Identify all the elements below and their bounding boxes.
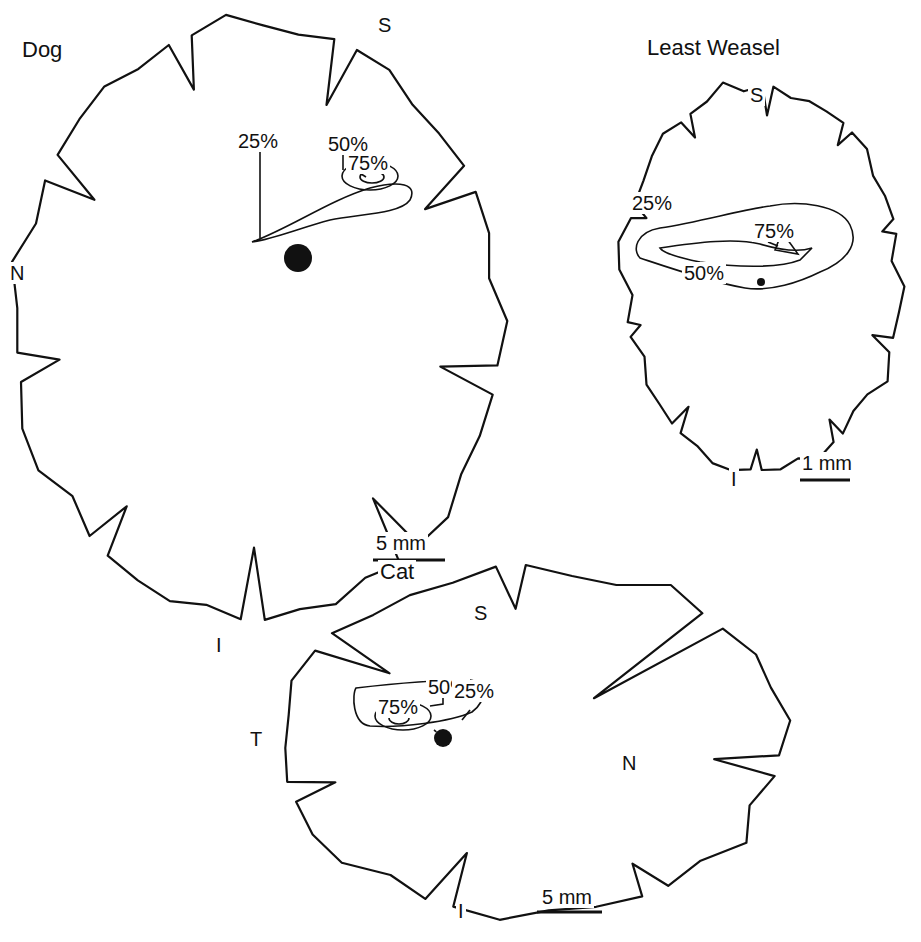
- panel-title: Dog: [20, 38, 64, 62]
- orientation-letter: T: [248, 728, 264, 750]
- scale-label: 5 mm: [374, 532, 428, 554]
- panel-title: Least Weasel: [645, 36, 782, 60]
- contour-label: 50%: [682, 262, 726, 284]
- optic-disc: [434, 729, 452, 747]
- orientation-letter: N: [620, 752, 638, 774]
- leader-line: [430, 698, 443, 706]
- leader-line: [462, 710, 470, 720]
- optic-disc: [757, 278, 765, 286]
- panel-title: Cat: [378, 560, 416, 584]
- contour-label: 75%: [346, 152, 390, 174]
- isodensity-contour: [636, 204, 853, 289]
- orientation-letter: S: [472, 602, 489, 624]
- leader-line: [259, 152, 261, 238]
- scale-label: 5 mm: [540, 886, 594, 908]
- isodensity-contour: [252, 184, 412, 242]
- contour-label: 25%: [630, 192, 674, 214]
- contour-label: 25%: [236, 130, 280, 152]
- optic-disc: [284, 244, 312, 272]
- orientation-letter: N: [8, 262, 26, 284]
- leader-line: [768, 242, 778, 246]
- orientation-letter: I: [729, 468, 739, 490]
- contour-label: 75%: [752, 220, 796, 242]
- scale-label: 1 mm: [800, 452, 854, 474]
- orientation-letter: S: [748, 84, 765, 106]
- contour-label: 75%: [376, 696, 420, 718]
- orientation-letter: I: [214, 634, 224, 656]
- retina-outline: [12, 15, 507, 620]
- orientation-letter: I: [456, 900, 466, 922]
- retina-outline: [285, 565, 790, 920]
- retina-outline: [618, 83, 904, 471]
- orientation-letter: S: [376, 14, 393, 36]
- scale-bar: [537, 911, 602, 914]
- scale-bar: [800, 479, 850, 482]
- contour-label: 25%: [452, 680, 496, 702]
- leader-line: [342, 154, 344, 170]
